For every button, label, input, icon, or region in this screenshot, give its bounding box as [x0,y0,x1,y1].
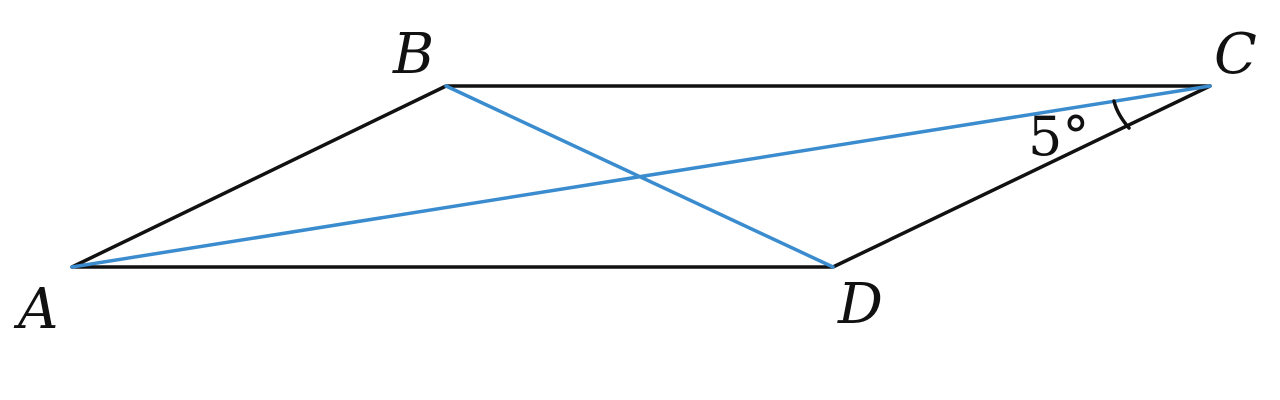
side-ab [70,84,448,269]
side-cd [831,84,1212,269]
angle-arc-c [1112,99,1131,130]
vertex-label-a: A [13,277,58,342]
vertex-label-b: B [392,22,434,87]
vertex-label-c: C [1214,22,1257,87]
angle-label-c: 5° [1028,105,1089,168]
vertex-label-d: D [837,272,883,337]
diagonal-bd [444,84,835,269]
